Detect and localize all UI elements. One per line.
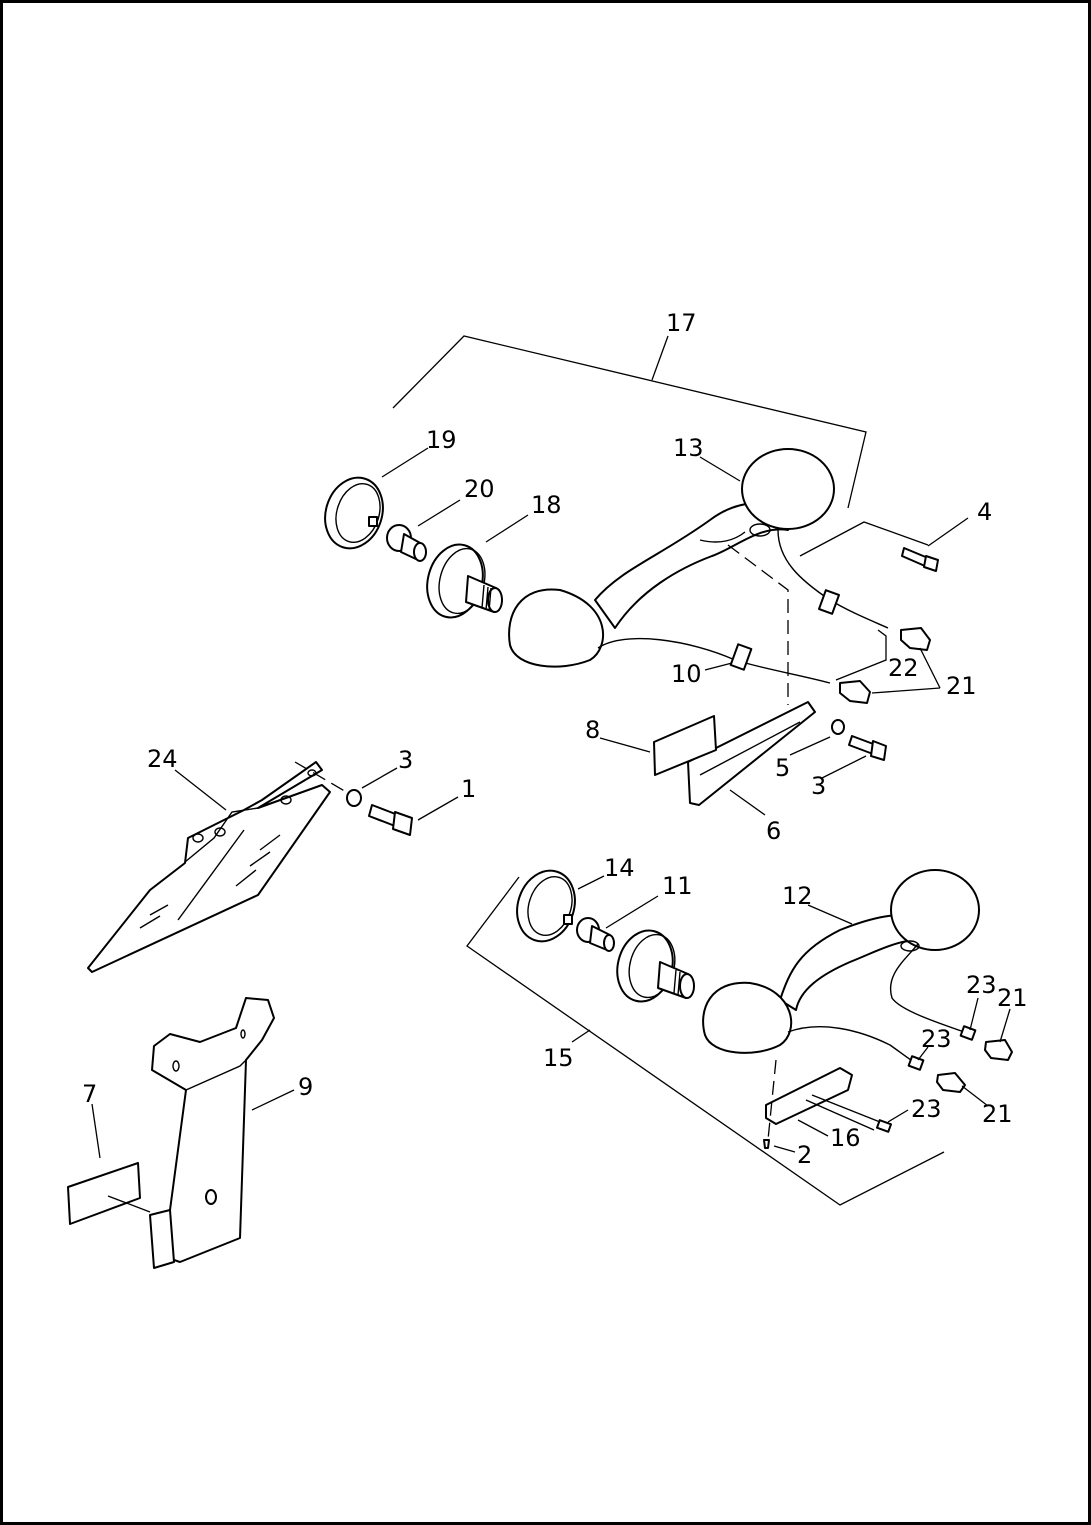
callout-10: 10 — [671, 660, 702, 688]
callout-3-upper: 3 — [811, 772, 826, 800]
leader-lines — [91, 335, 1011, 1213]
washer-5 — [831, 719, 845, 735]
pad-7 — [67, 1162, 141, 1225]
callout-7: 7 — [82, 1080, 97, 1108]
bulb-11 — [576, 917, 615, 952]
callout-1: 1 — [461, 775, 476, 803]
callout-22: 22 — [888, 654, 919, 682]
callout-4: 4 — [977, 498, 992, 526]
callout-23-c: 23 — [911, 1095, 942, 1123]
callout-labels: 17 19 20 18 13 4 22 21 10 8 5 3 6 24 3 1… — [82, 309, 1028, 1169]
callout-21-b: 21 — [997, 984, 1028, 1012]
callout-23-a: 23 — [966, 971, 997, 999]
callout-17: 17 — [666, 309, 697, 337]
alignment-dash-upper — [727, 544, 789, 705]
washer-3-lower — [346, 789, 362, 807]
callout-13: 13 — [673, 434, 704, 462]
bracket-15 — [466, 876, 945, 1206]
screw-4 — [901, 547, 939, 572]
bracket-17 — [392, 335, 867, 509]
bolt-1 — [368, 804, 413, 836]
callout-6: 6 — [766, 817, 781, 845]
callout-2: 2 — [797, 1141, 812, 1169]
socket-housing-18 — [426, 543, 503, 619]
lens-19 — [324, 476, 384, 550]
license-lamp-16 — [765, 1059, 881, 1141]
mounting-plate-6 — [687, 701, 816, 806]
bolt-3-upper — [848, 735, 887, 761]
callout-23-b: 23 — [921, 1025, 952, 1053]
bracket-9 — [149, 997, 275, 1269]
callout-11: 11 — [662, 872, 693, 900]
callout-15: 15 — [543, 1044, 574, 1072]
callout-9: 9 — [298, 1073, 313, 1101]
bracket-24 — [87, 761, 349, 973]
connector-21-upper — [839, 627, 931, 704]
callout-16: 16 — [830, 1124, 861, 1152]
callout-18: 18 — [531, 491, 562, 519]
connector-21-lower — [936, 1039, 1013, 1093]
callout-21-upper: 21 — [946, 672, 977, 700]
callout-19: 19 — [426, 426, 457, 454]
callout-12: 12 — [782, 882, 813, 910]
terminal-23 — [875, 1025, 977, 1133]
socket-housing-lower — [616, 929, 695, 1003]
callout-3-lower: 3 — [398, 746, 413, 774]
lens-14 — [516, 869, 576, 943]
callout-14: 14 — [604, 854, 635, 882]
lamp-bar-13 — [508, 448, 889, 684]
lamp-bar-12 — [702, 869, 980, 1067]
callout-5: 5 — [775, 754, 790, 782]
callout-21-c: 21 — [982, 1100, 1013, 1128]
bulb-20 — [386, 524, 427, 562]
screw-2 — [763, 1139, 770, 1149]
callout-24: 24 — [147, 745, 178, 773]
callout-20: 20 — [464, 475, 495, 503]
callout-8: 8 — [585, 716, 600, 744]
label-8 — [653, 715, 717, 776]
